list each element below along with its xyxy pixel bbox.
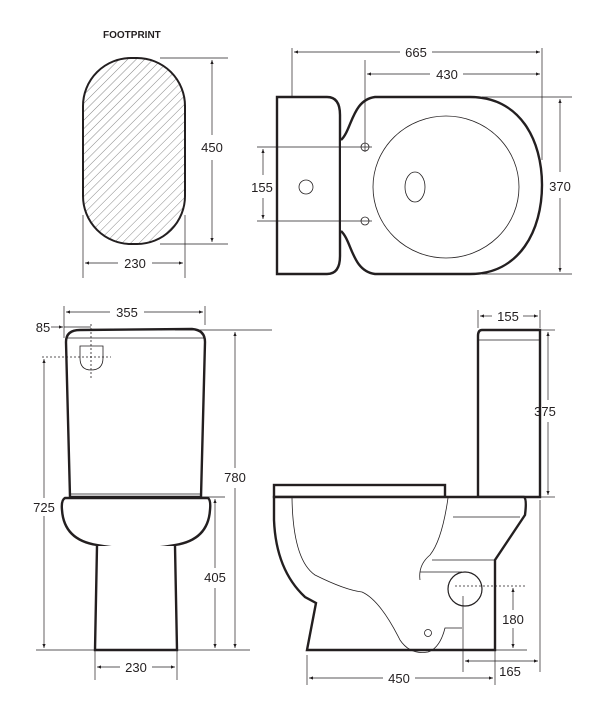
seat-side [272, 483, 447, 499]
cistern-side [476, 328, 542, 499]
overall-height-label: 780 [224, 470, 246, 485]
waste-hole [404, 171, 426, 203]
outlet-circle [447, 571, 483, 607]
cistern-hole [298, 179, 314, 195]
footprint-title: FOOTPRINT [103, 30, 161, 41]
fixing-spacing-label: 155 [251, 180, 273, 195]
footprint-view: FOOTPRINT 450 230 [82, 30, 228, 278]
footprint-length-label: 450 [201, 140, 223, 155]
width-label: 355 [116, 305, 138, 320]
rim-height-label: 405 [204, 570, 226, 585]
button-offset-label: 85 [36, 320, 50, 335]
side-view: 155 375 180 165 450 [272, 309, 556, 686]
bowl-width-label: 370 [549, 179, 571, 194]
button-height-label: 725 [33, 500, 55, 515]
outlet-offset-label: 165 [499, 664, 521, 679]
footprint-shape [82, 57, 186, 245]
base-length-label: 450 [388, 671, 410, 686]
bowl-side [272, 495, 527, 652]
outlet-height-label: 180 [502, 612, 524, 627]
fixing-point [424, 629, 432, 637]
bowl-front [60, 496, 212, 550]
base-width-label: 230 [125, 660, 147, 675]
bowl-length-label: 430 [436, 67, 458, 82]
plan-view: 155 665 430 370 [251, 45, 572, 276]
bowl-opening [372, 115, 520, 259]
cistern-plan [275, 95, 342, 276]
cistern-depth-label: 155 [497, 309, 519, 324]
cistern-height-label: 375 [534, 404, 556, 419]
front-view: 355 85 725 780 405 230 [33, 305, 272, 680]
overall-length-label: 665 [405, 45, 427, 60]
cistern-front [64, 327, 207, 499]
bowl-plan [340, 95, 544, 276]
pedestal-front [93, 545, 179, 652]
footprint-width-label: 230 [124, 256, 146, 271]
